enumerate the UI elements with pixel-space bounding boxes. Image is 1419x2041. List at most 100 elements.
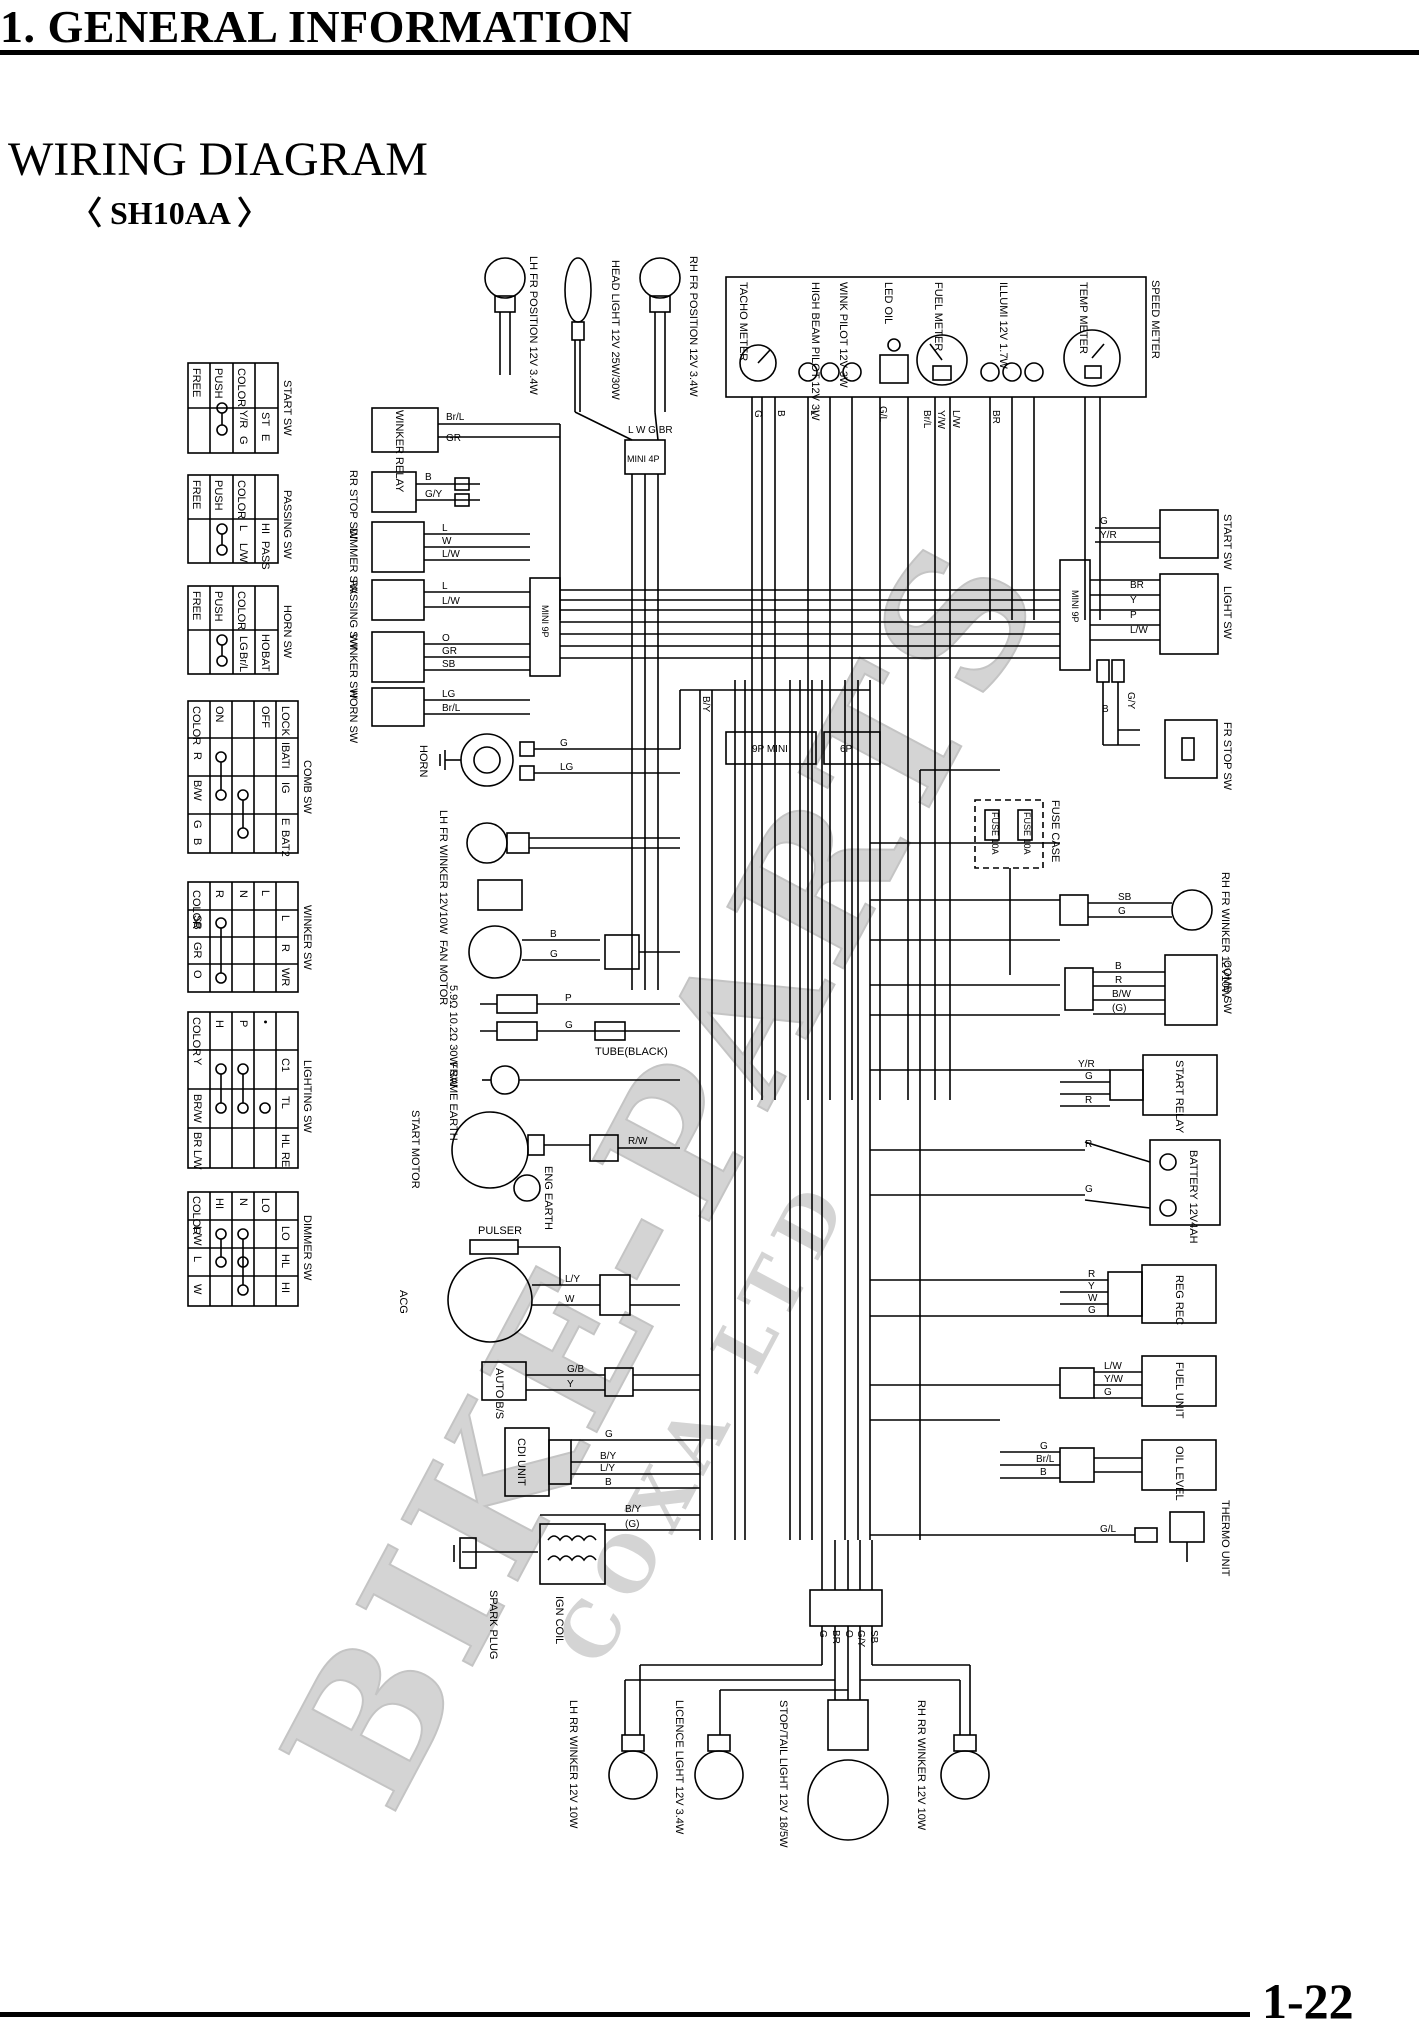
wire-stop-a: B bbox=[425, 472, 432, 483]
wire-reg-w: W bbox=[1088, 1293, 1098, 1304]
dimmer-sw-row-n: N bbox=[237, 1198, 249, 1206]
winker-sw-color-gr: GR bbox=[191, 942, 203, 959]
comb-sw-color-g: G bbox=[191, 820, 203, 829]
winker-sw-col-l: L bbox=[279, 915, 291, 921]
horn-sw-col-bat: BAT bbox=[259, 651, 271, 672]
winker-switch-block bbox=[371, 631, 530, 683]
label-conn-6p: 6P bbox=[840, 744, 853, 755]
label-start-relay: START RELAY bbox=[1173, 1060, 1185, 1134]
wire-cdi-g: G bbox=[605, 1429, 613, 1440]
wire-mini4p: L W G BR bbox=[628, 425, 673, 436]
lighting-sw-row-h: H bbox=[213, 1020, 225, 1028]
wire-oil-brl: Br/L bbox=[1036, 1454, 1055, 1465]
wire-oil-g: G bbox=[1040, 1441, 1048, 1452]
wire-comb-b: B bbox=[1115, 961, 1122, 972]
wire-light-lw: L/W bbox=[1130, 625, 1148, 636]
stop-tail-light-lamp bbox=[807, 1699, 889, 1841]
label-licence-light: LICENCE LIGHT 12V 3.4W bbox=[673, 1700, 685, 1835]
dimmer-sw-col-hl: HL bbox=[279, 1254, 291, 1268]
dimmer-sw-col-hi: HI bbox=[279, 1282, 291, 1293]
lighting-sw-col-tl: TL bbox=[279, 1096, 291, 1109]
start-sw-color-yr: Y/R bbox=[237, 410, 249, 428]
label-mini-4p: MINI 4P bbox=[627, 454, 660, 464]
main-harness bbox=[699, 680, 871, 1540]
label-fuel-unit: FUEL UNIT bbox=[1173, 1362, 1185, 1419]
label-horn-sw: HORN SW bbox=[347, 690, 359, 744]
passing-sw-col-pass: PASS bbox=[259, 541, 271, 570]
label-cdi-unit: CDI UNIT bbox=[515, 1438, 527, 1486]
wire-rhw-g: G bbox=[1118, 906, 1126, 917]
passing-switch-block bbox=[371, 579, 530, 621]
speed-meter bbox=[725, 276, 1147, 398]
wire-horn-g: G bbox=[560, 738, 568, 749]
lh-rr-winker-lamp bbox=[608, 1734, 658, 1800]
comb-sw-col-e: E bbox=[279, 818, 291, 825]
label-rh-fr-winker: RH FR WINKER 12V10W bbox=[1219, 872, 1231, 999]
lighting-sw-row-p: P bbox=[237, 1020, 249, 1027]
horn-sw-col-ho: HO bbox=[259, 634, 271, 651]
label-tacho-meter: TACHO METER bbox=[737, 282, 749, 361]
winker-sw-color-o: O bbox=[191, 970, 203, 979]
spark-plug bbox=[453, 1537, 538, 1569]
label-lh-fr-position: LH FR POSITION 12V 3.4W bbox=[527, 256, 539, 395]
label-head-light: HEAD LIGHT 12V 25W/30W bbox=[609, 260, 621, 400]
label-fuel-meter: FUEL METER bbox=[932, 282, 944, 351]
wire-bus-by: B/Y bbox=[700, 696, 711, 712]
label-temp-meter: TEMP METER bbox=[1077, 282, 1089, 354]
lighting-sw-row-dot: • bbox=[259, 1020, 271, 1024]
start-sw-col-e: E bbox=[259, 434, 271, 441]
horn-sw-color-lg: LG bbox=[237, 636, 249, 651]
label-fuse-resistor: 5.9Ω 10.2Ω 30W SW bbox=[447, 985, 459, 1088]
wire-comb-g: (G) bbox=[1112, 1003, 1126, 1014]
wire-fan-a: B bbox=[550, 929, 557, 940]
label-illumi: ILLUMI 12V 1.7W bbox=[997, 282, 1009, 369]
oil-level bbox=[1000, 1439, 1217, 1491]
wire-top-yw: Y/W bbox=[935, 410, 946, 429]
label-passing-sw: PASSING SW bbox=[347, 580, 359, 649]
fuel-unit bbox=[1059, 1355, 1217, 1407]
start-sw-table bbox=[187, 362, 279, 454]
start-motor bbox=[451, 1111, 680, 1202]
comb-sw-col-ibati: IBATI bbox=[279, 742, 291, 769]
label-lh-rr-winker: LH RR WINKER 12V 10W bbox=[567, 1700, 579, 1829]
wire-reg-r: R bbox=[1088, 1269, 1095, 1280]
comb-sw-row-on: ON bbox=[213, 706, 225, 723]
label-fan-motor: FAN MOTOR bbox=[437, 940, 449, 1005]
rh-fr-winker-lamp bbox=[1059, 889, 1213, 931]
comb-sw-col-ig: IG bbox=[279, 782, 291, 794]
wire-autob-y: Y bbox=[567, 1379, 574, 1390]
horn-sw-row-color: COLOR bbox=[235, 591, 247, 630]
fuse-case bbox=[919, 769, 1044, 1540]
label-ign-coil: IGN COIL bbox=[553, 1596, 565, 1644]
licence-light-lamp bbox=[694, 1734, 744, 1800]
section-title: WIRING DIAGRAM bbox=[8, 133, 428, 186]
label-speed-meter: SPEED METER bbox=[1149, 280, 1161, 359]
horn-switch-block bbox=[371, 687, 530, 727]
dimmer-sw-table bbox=[187, 1191, 299, 1307]
passing-sw-title: PASSING SW bbox=[281, 490, 293, 559]
passing-sw-table bbox=[187, 474, 279, 564]
winker-sw-color-sb: SB bbox=[191, 915, 203, 930]
wire-ign-by: B/Y bbox=[625, 1504, 641, 1515]
wire-wink-c: SB bbox=[442, 659, 456, 670]
comb-sw-right bbox=[1064, 954, 1218, 1026]
label-pulser: PULSER bbox=[478, 1225, 522, 1237]
label-winker-sw: WINKER SW bbox=[347, 634, 359, 699]
wire-cdi-ly: L/Y bbox=[600, 1463, 615, 1474]
wire-fuel-lw: L/W bbox=[1104, 1361, 1122, 1372]
label-fr-stop-sw: FR STOP SW bbox=[1221, 722, 1233, 791]
label-frame-earth: FRAME EARTH bbox=[447, 1062, 459, 1141]
label-acg: ACG bbox=[397, 1290, 409, 1314]
wire-bottom-g: G bbox=[817, 1630, 828, 1638]
wire-top-br: BR bbox=[990, 410, 1001, 424]
label-reg-rec: REG REC bbox=[1173, 1275, 1185, 1325]
wire-right-gy: G/Y bbox=[1125, 692, 1136, 710]
model-code: 〈 SH10AA 〉 bbox=[70, 195, 270, 231]
label-auto-bs: AUTO B/S bbox=[493, 1368, 505, 1419]
passing-sw-row-free: FREE bbox=[190, 480, 202, 509]
wire-oil-b: B bbox=[1040, 1467, 1047, 1478]
mini-9p-left-connector bbox=[529, 577, 1060, 677]
wire-comb-bw: B/W bbox=[1112, 989, 1131, 1000]
winker-relay bbox=[371, 407, 561, 620]
start-sw-row-push: PUSH bbox=[212, 368, 224, 399]
